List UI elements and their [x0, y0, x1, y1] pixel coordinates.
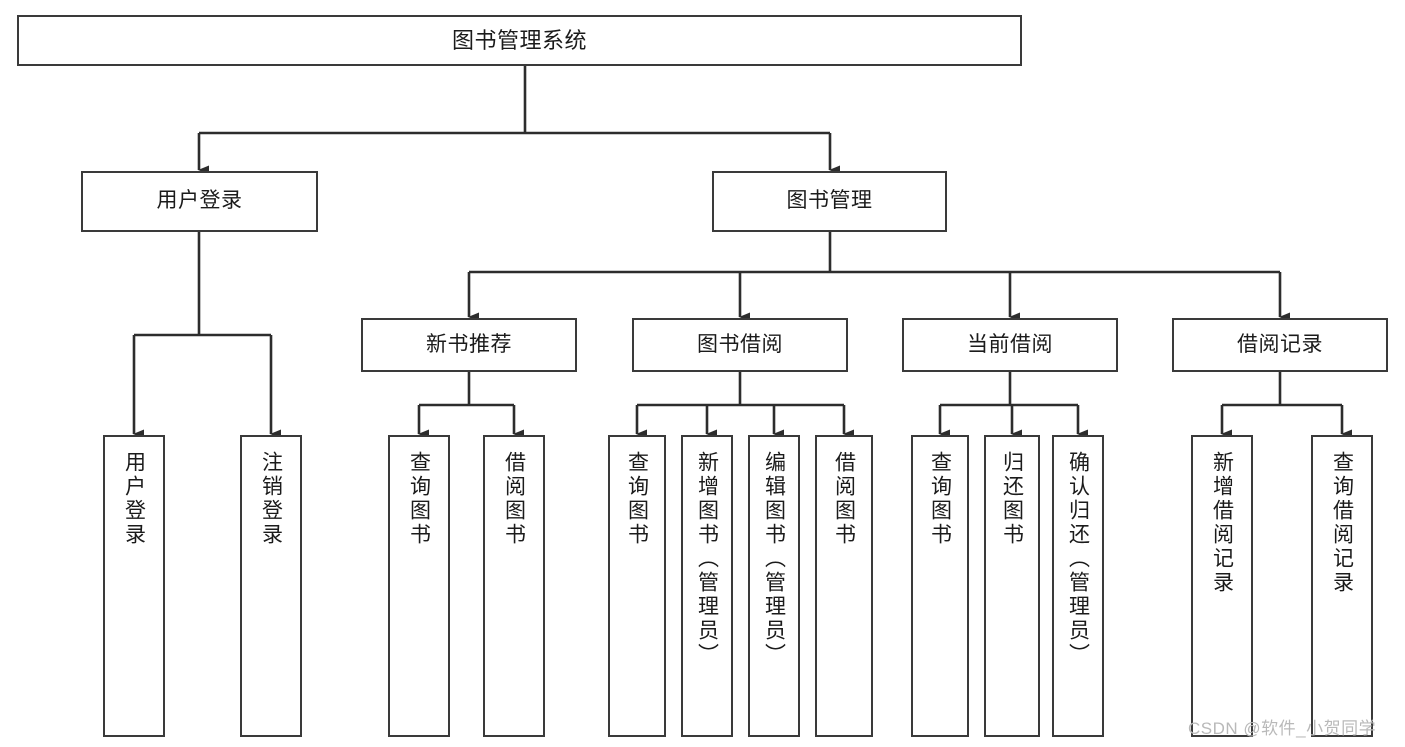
node-leaf-edit-book-admin[interactable]: 编辑图书（管理员） [748, 435, 800, 737]
node-label-user-login: 用户登录 [156, 189, 243, 213]
node-label-root: 图书管理系统 [451, 27, 587, 53]
node-label-book-borrow: 图书借阅 [697, 332, 783, 356]
node-label-leaf-return-book: 归还图书 [1000, 451, 1024, 547]
node-leaf-borrow-book[interactable]: 借阅图书 [815, 435, 873, 737]
node-leaf-return-book[interactable]: 归还图书 [984, 435, 1040, 737]
node-leaf-confirm-return-admin[interactable]: 确认归还（管理员） [1052, 435, 1104, 737]
node-label-leaf-confirm-return-admin: 确认归还（管理员） [1066, 451, 1090, 667]
node-current-borrow[interactable]: 当前借阅 [902, 318, 1118, 372]
node-label-leaf-borrow-book-recommend: 借阅图书 [502, 451, 526, 547]
node-label-leaf-query-borrow-record: 查询借阅记录 [1330, 451, 1354, 595]
node-label-leaf-add-borrow-record: 新增借阅记录 [1210, 451, 1234, 595]
node-leaf-query-borrow-record[interactable]: 查询借阅记录 [1311, 435, 1373, 737]
node-leaf-query-book-borrow[interactable]: 查询图书 [608, 435, 666, 737]
node-label-leaf-user-login: 用户登录 [122, 451, 146, 547]
node-book-management[interactable]: 图书管理 [712, 171, 947, 232]
node-label-leaf-query-book-recommend: 查询图书 [407, 451, 431, 547]
node-leaf-add-borrow-record[interactable]: 新增借阅记录 [1191, 435, 1253, 737]
node-label-leaf-borrow-book: 借阅图书 [832, 451, 856, 547]
node-label-leaf-query-book-borrow: 查询图书 [625, 451, 649, 547]
node-leaf-query-book-current[interactable]: 查询图书 [911, 435, 969, 737]
node-label-current-borrow: 当前借阅 [967, 332, 1053, 356]
node-label-leaf-edit-book-admin: 编辑图书（管理员） [762, 451, 786, 667]
node-label-leaf-logout: 注销登录 [259, 451, 283, 547]
node-label-leaf-query-book-current: 查询图书 [928, 451, 952, 547]
edge-paths [132, 66, 1352, 439]
node-leaf-add-book-admin[interactable]: 新增图书（管理员） [681, 435, 733, 737]
node-book-borrow[interactable]: 图书借阅 [632, 318, 848, 372]
node-root[interactable]: 图书管理系统 [17, 15, 1022, 66]
node-new-book-recommend[interactable]: 新书推荐 [361, 318, 577, 372]
node-label-borrow-record: 借阅记录 [1237, 332, 1323, 356]
csdn-watermark: CSDN @软件_小贺同学 [1188, 719, 1377, 738]
node-user-login[interactable]: 用户登录 [81, 171, 318, 232]
node-label-leaf-add-book-admin: 新增图书（管理员） [695, 451, 719, 667]
node-leaf-logout[interactable]: 注销登录 [240, 435, 302, 737]
node-leaf-borrow-book-recommend[interactable]: 借阅图书 [483, 435, 545, 737]
node-label-new-book-recommend: 新书推荐 [426, 332, 512, 356]
node-label-book-management: 图书管理 [786, 189, 873, 213]
node-borrow-record[interactable]: 借阅记录 [1172, 318, 1388, 372]
node-leaf-user-login[interactable]: 用户登录 [103, 435, 165, 737]
node-leaf-query-book-recommend[interactable]: 查询图书 [388, 435, 450, 737]
